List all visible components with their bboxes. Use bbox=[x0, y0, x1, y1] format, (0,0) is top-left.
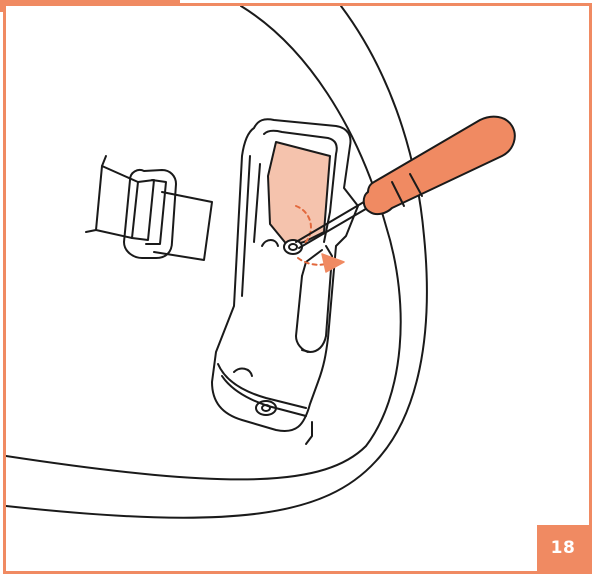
illustration-frame: 18 bbox=[3, 3, 592, 574]
highlight-label-area bbox=[268, 142, 330, 246]
strap-buckle bbox=[86, 156, 212, 260]
shell-outline bbox=[6, 6, 427, 518]
assembly-illustration bbox=[6, 6, 589, 571]
step-number-badge: 18 bbox=[537, 525, 589, 571]
